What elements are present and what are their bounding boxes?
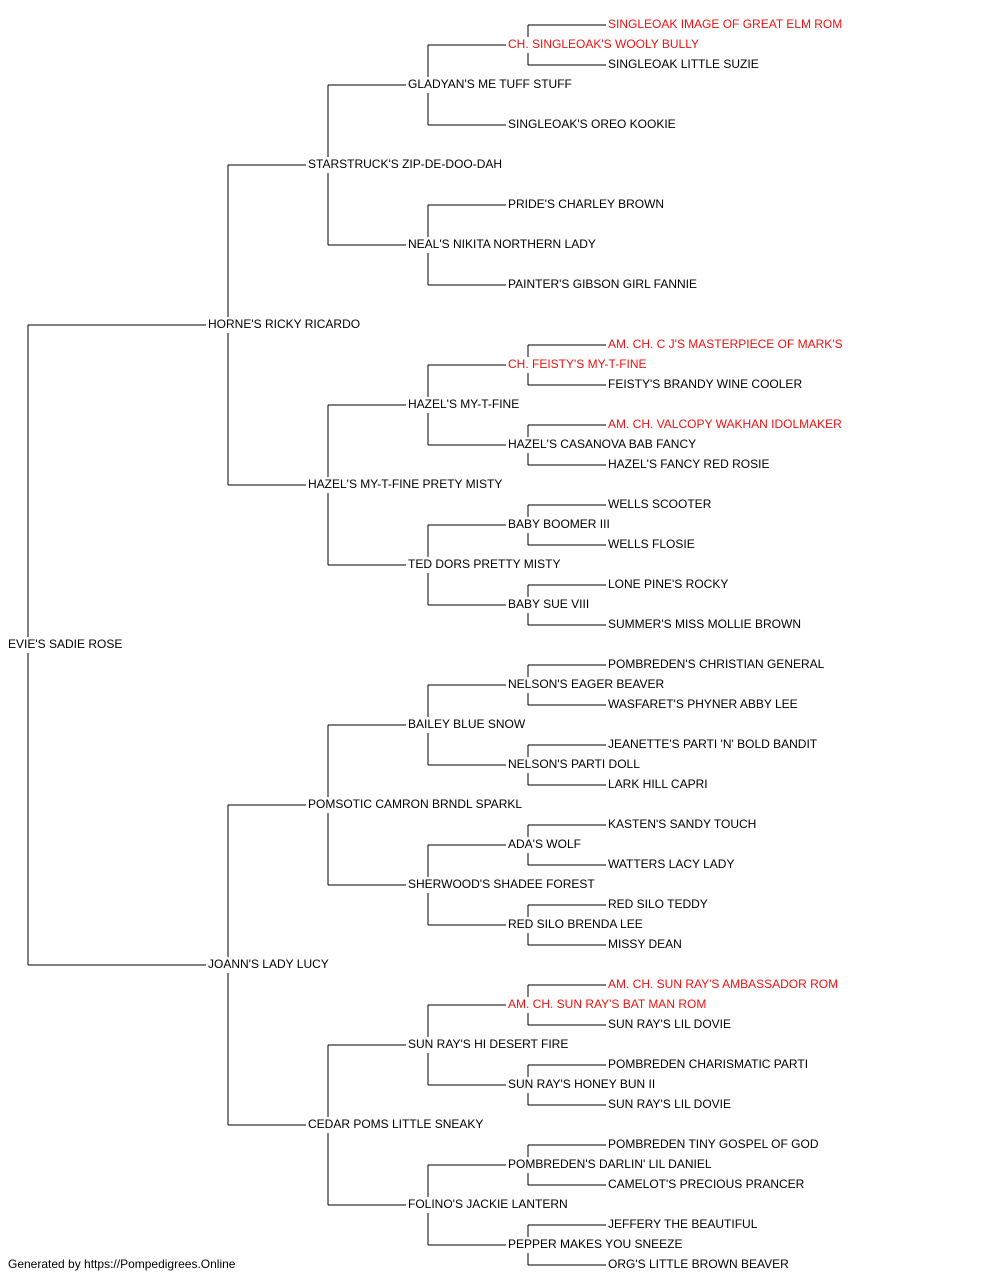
ancestor-name: FEISTY'S BRANDY WINE COOLER — [608, 377, 802, 391]
ancestor-name: ORG'S LITTLE BROWN BEAVER — [608, 1257, 789, 1271]
ancestor-name: HAZEL'S CASANOVA BAB FANCY — [508, 437, 696, 451]
footer-credit: Generated by https://Pompedigrees.Online — [8, 1257, 236, 1271]
ancestor-name: POMBREDEN CHARISMATIC PARTI — [608, 1057, 808, 1071]
ancestor-name: RED SILO TEDDY — [608, 897, 708, 911]
ancestor-name: CH. FEISTY'S MY-T-FINE — [508, 357, 647, 371]
ancestor-name: LARK HILL CAPRI — [608, 777, 708, 791]
ancestor-name: HAZEL'S MY-T-FINE — [408, 397, 519, 411]
ancestor-name: POMBREDEN TINY GOSPEL OF GOD — [608, 1137, 819, 1151]
ancestor-name: CEDAR POMS LITTLE SNEAKY — [308, 1117, 483, 1131]
ancestor-name: NELSON'S EAGER BEAVER — [508, 677, 664, 691]
ancestor-name: HAZEL'S MY-T-FINE PRETY MISTY — [308, 477, 502, 491]
ancestor-name: SUN RAY'S LIL DOVIE — [608, 1097, 731, 1111]
ancestor-name: TED DORS PRETTY MISTY — [408, 557, 560, 571]
ancestor-name: AM. CH. SUN RAY'S AMBASSADOR ROM — [608, 977, 838, 991]
ancestor-name: WATTERS LACY LADY — [608, 857, 734, 871]
ancestor-name: HAZEL'S FANCY RED ROSIE — [608, 457, 769, 471]
ancestor-name: SUN RAY'S HI DESERT FIRE — [408, 1037, 568, 1051]
ancestor-name: JEANETTE'S PARTI 'N' BOLD BANDIT — [608, 737, 818, 751]
ancestor-name: PAINTER'S GIBSON GIRL FANNIE — [508, 277, 697, 291]
ancestor-name: FOLINO'S JACKIE LANTERN — [408, 1197, 568, 1211]
ancestor-name: SINGLEOAK LITTLE SUZIE — [608, 57, 759, 71]
ancestor-name: BAILEY BLUE SNOW — [408, 717, 526, 731]
ancestor-name: LONE PINE'S ROCKY — [608, 577, 728, 591]
subject-name: EVIE'S SADIE ROSE — [8, 637, 122, 651]
ancestor-name: CAMELOT'S PRECIOUS PRANCER — [608, 1177, 805, 1191]
ancestor-name: JOANN'S LADY LUCY — [208, 957, 329, 971]
ancestor-name: SHERWOOD'S SHADEE FOREST — [408, 877, 595, 891]
ancestor-name: MISSY DEAN — [608, 937, 682, 951]
ancestor-name: PRIDE'S CHARLEY BROWN — [508, 197, 664, 211]
ancestor-name: NELSON'S PARTI DOLL — [508, 757, 640, 771]
ancestor-name: KASTEN'S SANDY TOUCH — [608, 817, 756, 831]
ancestor-name: BABY SUE VIII — [508, 597, 589, 611]
ancestor-name: POMSOTIC CAMRON BRNDL SPARKL — [308, 797, 522, 811]
ancestor-name: GLADYAN'S ME TUFF STUFF — [408, 77, 572, 91]
ancestor-name: AM. CH. VALCOPY WAKHAN IDOLMAKER — [608, 417, 842, 431]
ancestor-name: SUN RAY'S HONEY BUN II — [508, 1077, 655, 1091]
ancestor-name: SUMMER'S MISS MOLLIE BROWN — [608, 617, 801, 631]
ancestor-name: POMBREDEN'S CHRISTIAN GENERAL — [608, 657, 825, 671]
ancestor-name: POMBREDEN'S DARLIN' LIL DANIEL — [508, 1157, 712, 1171]
ancestor-name: RED SILO BRENDA LEE — [508, 917, 643, 931]
ancestor-name: ADA'S WOLF — [508, 837, 581, 851]
ancestor-name: JEFFERY THE BEAUTIFUL — [608, 1217, 758, 1231]
ancestor-name: NEAL'S NIKITA NORTHERN LADY — [408, 237, 596, 251]
ancestor-name: SINGLEOAK'S OREO KOOKIE — [508, 117, 676, 131]
ancestor-name: HORNE'S RICKY RICARDO — [208, 317, 360, 331]
ancestor-name: AM. CH. SUN RAY'S BAT MAN ROM — [508, 997, 706, 1011]
ancestor-name: WELLS SCOOTER — [608, 497, 712, 511]
ancestor-name: CH. SINGLEOAK'S WOOLY BULLY — [508, 37, 699, 51]
ancestor-name: WASFARET'S PHYNER ABBY LEE — [608, 697, 798, 711]
ancestor-name: PEPPER MAKES YOU SNEEZE — [508, 1237, 683, 1251]
ancestor-name: SUN RAY'S LIL DOVIE — [608, 1017, 731, 1031]
ancestor-name: BABY BOOMER III — [508, 517, 610, 531]
ancestor-name: WELLS FLOSIE — [608, 537, 695, 551]
ancestor-name: STARSTRUCK'S ZIP-DE-DOO-DAH — [308, 157, 502, 171]
ancestor-name: AM. CH. C J'S MASTERPIECE OF MARK'S — [608, 337, 843, 351]
ancestor-name: SINGLEOAK IMAGE OF GREAT ELM ROM — [608, 17, 842, 31]
